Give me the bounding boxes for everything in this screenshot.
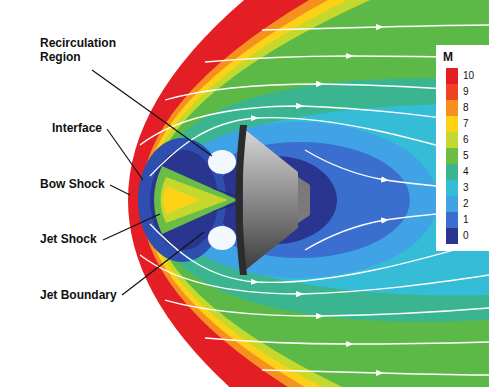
colorbar-swatch xyxy=(446,212,458,228)
colorbar-swatch xyxy=(446,100,458,116)
colorbar-value: 6 xyxy=(463,132,469,148)
colorbar-value: 10 xyxy=(463,68,474,84)
colorbar-value: 3 xyxy=(463,180,469,196)
colorbar-swatch xyxy=(446,132,458,148)
colorbar-value: 8 xyxy=(463,100,469,116)
colorbar-value: 1 xyxy=(463,212,469,228)
nozzle-jet xyxy=(212,188,238,212)
recirculation-blob xyxy=(208,226,236,250)
capsule-backshell xyxy=(243,128,298,272)
colorbar-swatch xyxy=(446,116,458,132)
jet-plume xyxy=(161,177,229,223)
region-label: Recirculation Region xyxy=(40,36,128,64)
mach-band xyxy=(141,0,489,387)
colorbar-swatch xyxy=(446,84,458,100)
colorbar-value: 7 xyxy=(463,116,469,132)
recirculation-blob xyxy=(208,150,236,174)
mach-band xyxy=(150,0,489,387)
jet-core xyxy=(163,186,200,214)
mach-band xyxy=(128,0,489,387)
colorbar-swatch xyxy=(446,68,458,84)
jet-plume xyxy=(154,166,238,234)
colorbar-value: 4 xyxy=(463,164,469,180)
shock-label: Bow Shock xyxy=(40,177,105,191)
heat-shield xyxy=(236,125,248,275)
colorbar-panel xyxy=(436,45,489,251)
colorbar-swatch xyxy=(446,148,458,164)
colorbar-swatch xyxy=(446,228,458,244)
capsule-cap xyxy=(298,177,310,223)
region-label: Interface xyxy=(52,121,102,135)
leader-lines xyxy=(92,70,212,295)
colorbar-swatch xyxy=(446,196,458,212)
boundary-label: Jet Boundary xyxy=(40,288,117,302)
mach-band xyxy=(144,0,489,387)
shock-label: Jet Shock xyxy=(40,232,97,246)
colorbar-value: 2 xyxy=(463,196,469,212)
colorbar-swatch xyxy=(446,164,458,180)
colorbar-value: 0 xyxy=(463,228,469,244)
legend-title: M xyxy=(443,50,453,64)
colorbar-value: 9 xyxy=(463,84,469,100)
colorbar-value: 5 xyxy=(463,148,469,164)
colorbar-swatch xyxy=(446,180,458,196)
mach-band xyxy=(147,0,489,387)
